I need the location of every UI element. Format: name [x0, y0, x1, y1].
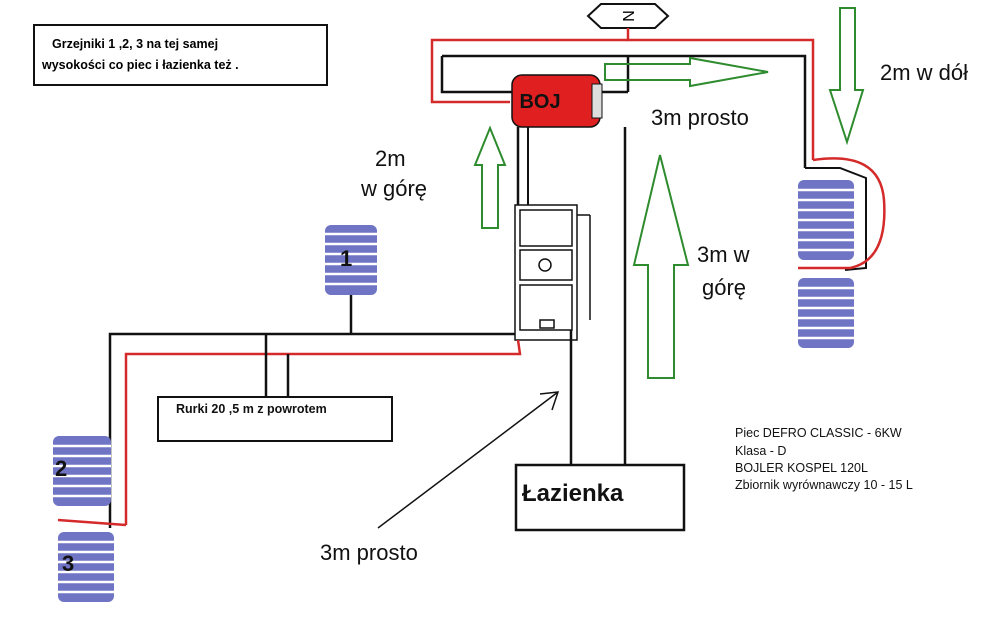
- spec-tank: Zbiornik wyrównawczy 10 - 15 L: [735, 478, 913, 492]
- boiler-label: BOJ: [519, 91, 560, 113]
- right-radiator-pipes: [798, 157, 886, 271]
- note-box: Grzejniki 1 ,2, 3 na tej samej wysokości…: [33, 24, 328, 86]
- boiler-tank: BOJ: [511, 74, 603, 128]
- spec-class: Klasa - D: [735, 444, 786, 458]
- pointer-arrow: [377, 391, 560, 529]
- arrow-right-3m-icon: [604, 56, 769, 88]
- right-radiator-top: [798, 180, 854, 260]
- radiator-2-number: 2: [55, 456, 67, 481]
- radiator-3: 3: [58, 532, 114, 602]
- furnace: [514, 204, 591, 341]
- furnace-riser-pipes: [516, 127, 529, 210]
- label-up-3m-line2: górę: [702, 275, 746, 300]
- label-up-2m-line1: 2m: [375, 146, 406, 171]
- radiator-1: 1: [325, 225, 377, 334]
- label-down-2m: 2m w dół: [880, 60, 968, 85]
- pipes-note-label: Rurki 20 ,5 m z powrotem: [176, 402, 327, 416]
- compass-icon: N: [586, 3, 670, 29]
- specs-list: Piec DEFRO CLASSIC - 6KW Klasa - D BOJLE…: [735, 426, 913, 492]
- radiator-3-number: 3: [62, 551, 74, 576]
- radiator-2-3-connector: [57, 518, 127, 527]
- label-straight-3m-top: 3m prosto: [651, 105, 749, 130]
- radiator-1-fins: [325, 225, 377, 295]
- top-pipe-loop: [430, 28, 815, 168]
- bathroom-box: Łazienka: [514, 463, 686, 532]
- arrow-down-2m-icon: [828, 7, 865, 146]
- bathroom-pipes: [569, 127, 627, 465]
- label-up-3m-line1: 3m w: [697, 242, 750, 267]
- pipes-note-box: Rurki 20 ,5 m z powrotem: [157, 396, 393, 442]
- note-line-2: wysokości co piec i łazienka też .: [41, 58, 239, 72]
- right-radiator-bottom: [798, 278, 854, 348]
- compass-label: N: [621, 10, 638, 22]
- arrow-up-2m-icon: [473, 125, 507, 229]
- note-line-1: Grzejniki 1 ,2, 3 na tej samej: [52, 37, 218, 51]
- arrow-up-3m-icon: [632, 154, 690, 379]
- spec-boiler: BOJLER KOSPEL 120L: [735, 461, 868, 475]
- bathroom-label: Łazienka: [522, 480, 624, 507]
- radiator-1-number: 1: [340, 246, 352, 271]
- spec-furnace: Piec DEFRO CLASSIC - 6KW: [735, 426, 902, 440]
- radiator-2: 2: [53, 436, 111, 506]
- label-up-2m-line2: w górę: [360, 176, 427, 201]
- label-straight-3m-bottom: 3m prosto: [320, 540, 418, 565]
